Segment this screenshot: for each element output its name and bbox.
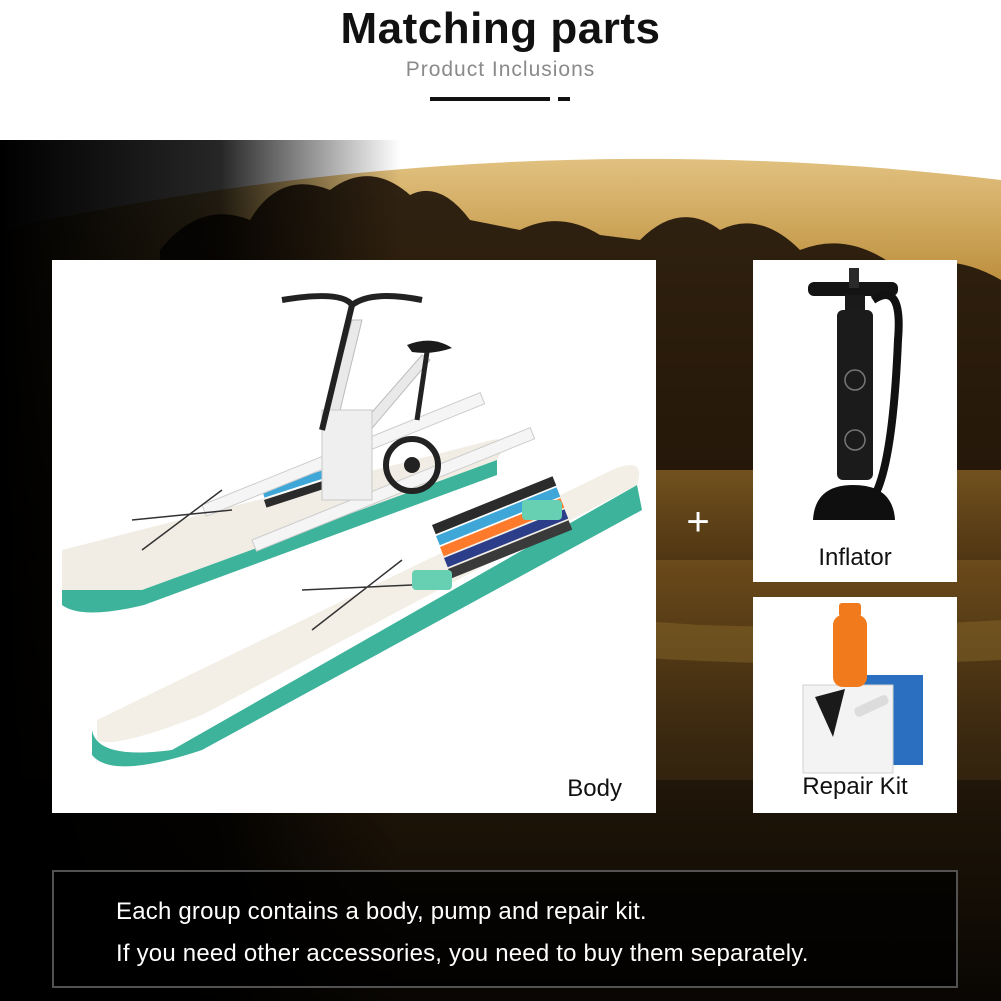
inclusions-note: Each group contains a body, pump and rep… (52, 870, 958, 988)
repair-kit-image (802, 603, 923, 774)
repair-kit-label: Repair Kit (802, 773, 908, 800)
body-panel: Body (52, 260, 656, 813)
page-subtitle: Product Inclusions (405, 58, 596, 81)
inflator-panel: Inflator (753, 260, 957, 582)
plus-icon: + (686, 500, 710, 544)
repair-kit-panel: Repair Kit (753, 597, 957, 813)
water-bike-image (62, 293, 642, 767)
body-label: Body (567, 775, 622, 802)
title-underline-accent (558, 97, 570, 101)
note-line-accessories: If you need other accessories, you need … (116, 940, 809, 967)
inflator-label: Inflator (818, 544, 892, 571)
page-title: Matching parts (340, 4, 661, 53)
title-underline (430, 97, 550, 101)
hand-pump-image (808, 268, 903, 520)
note-line-contents: Each group contains a body, pump and rep… (116, 898, 647, 925)
header: Matching parts Product Inclusions (0, 0, 1001, 150)
